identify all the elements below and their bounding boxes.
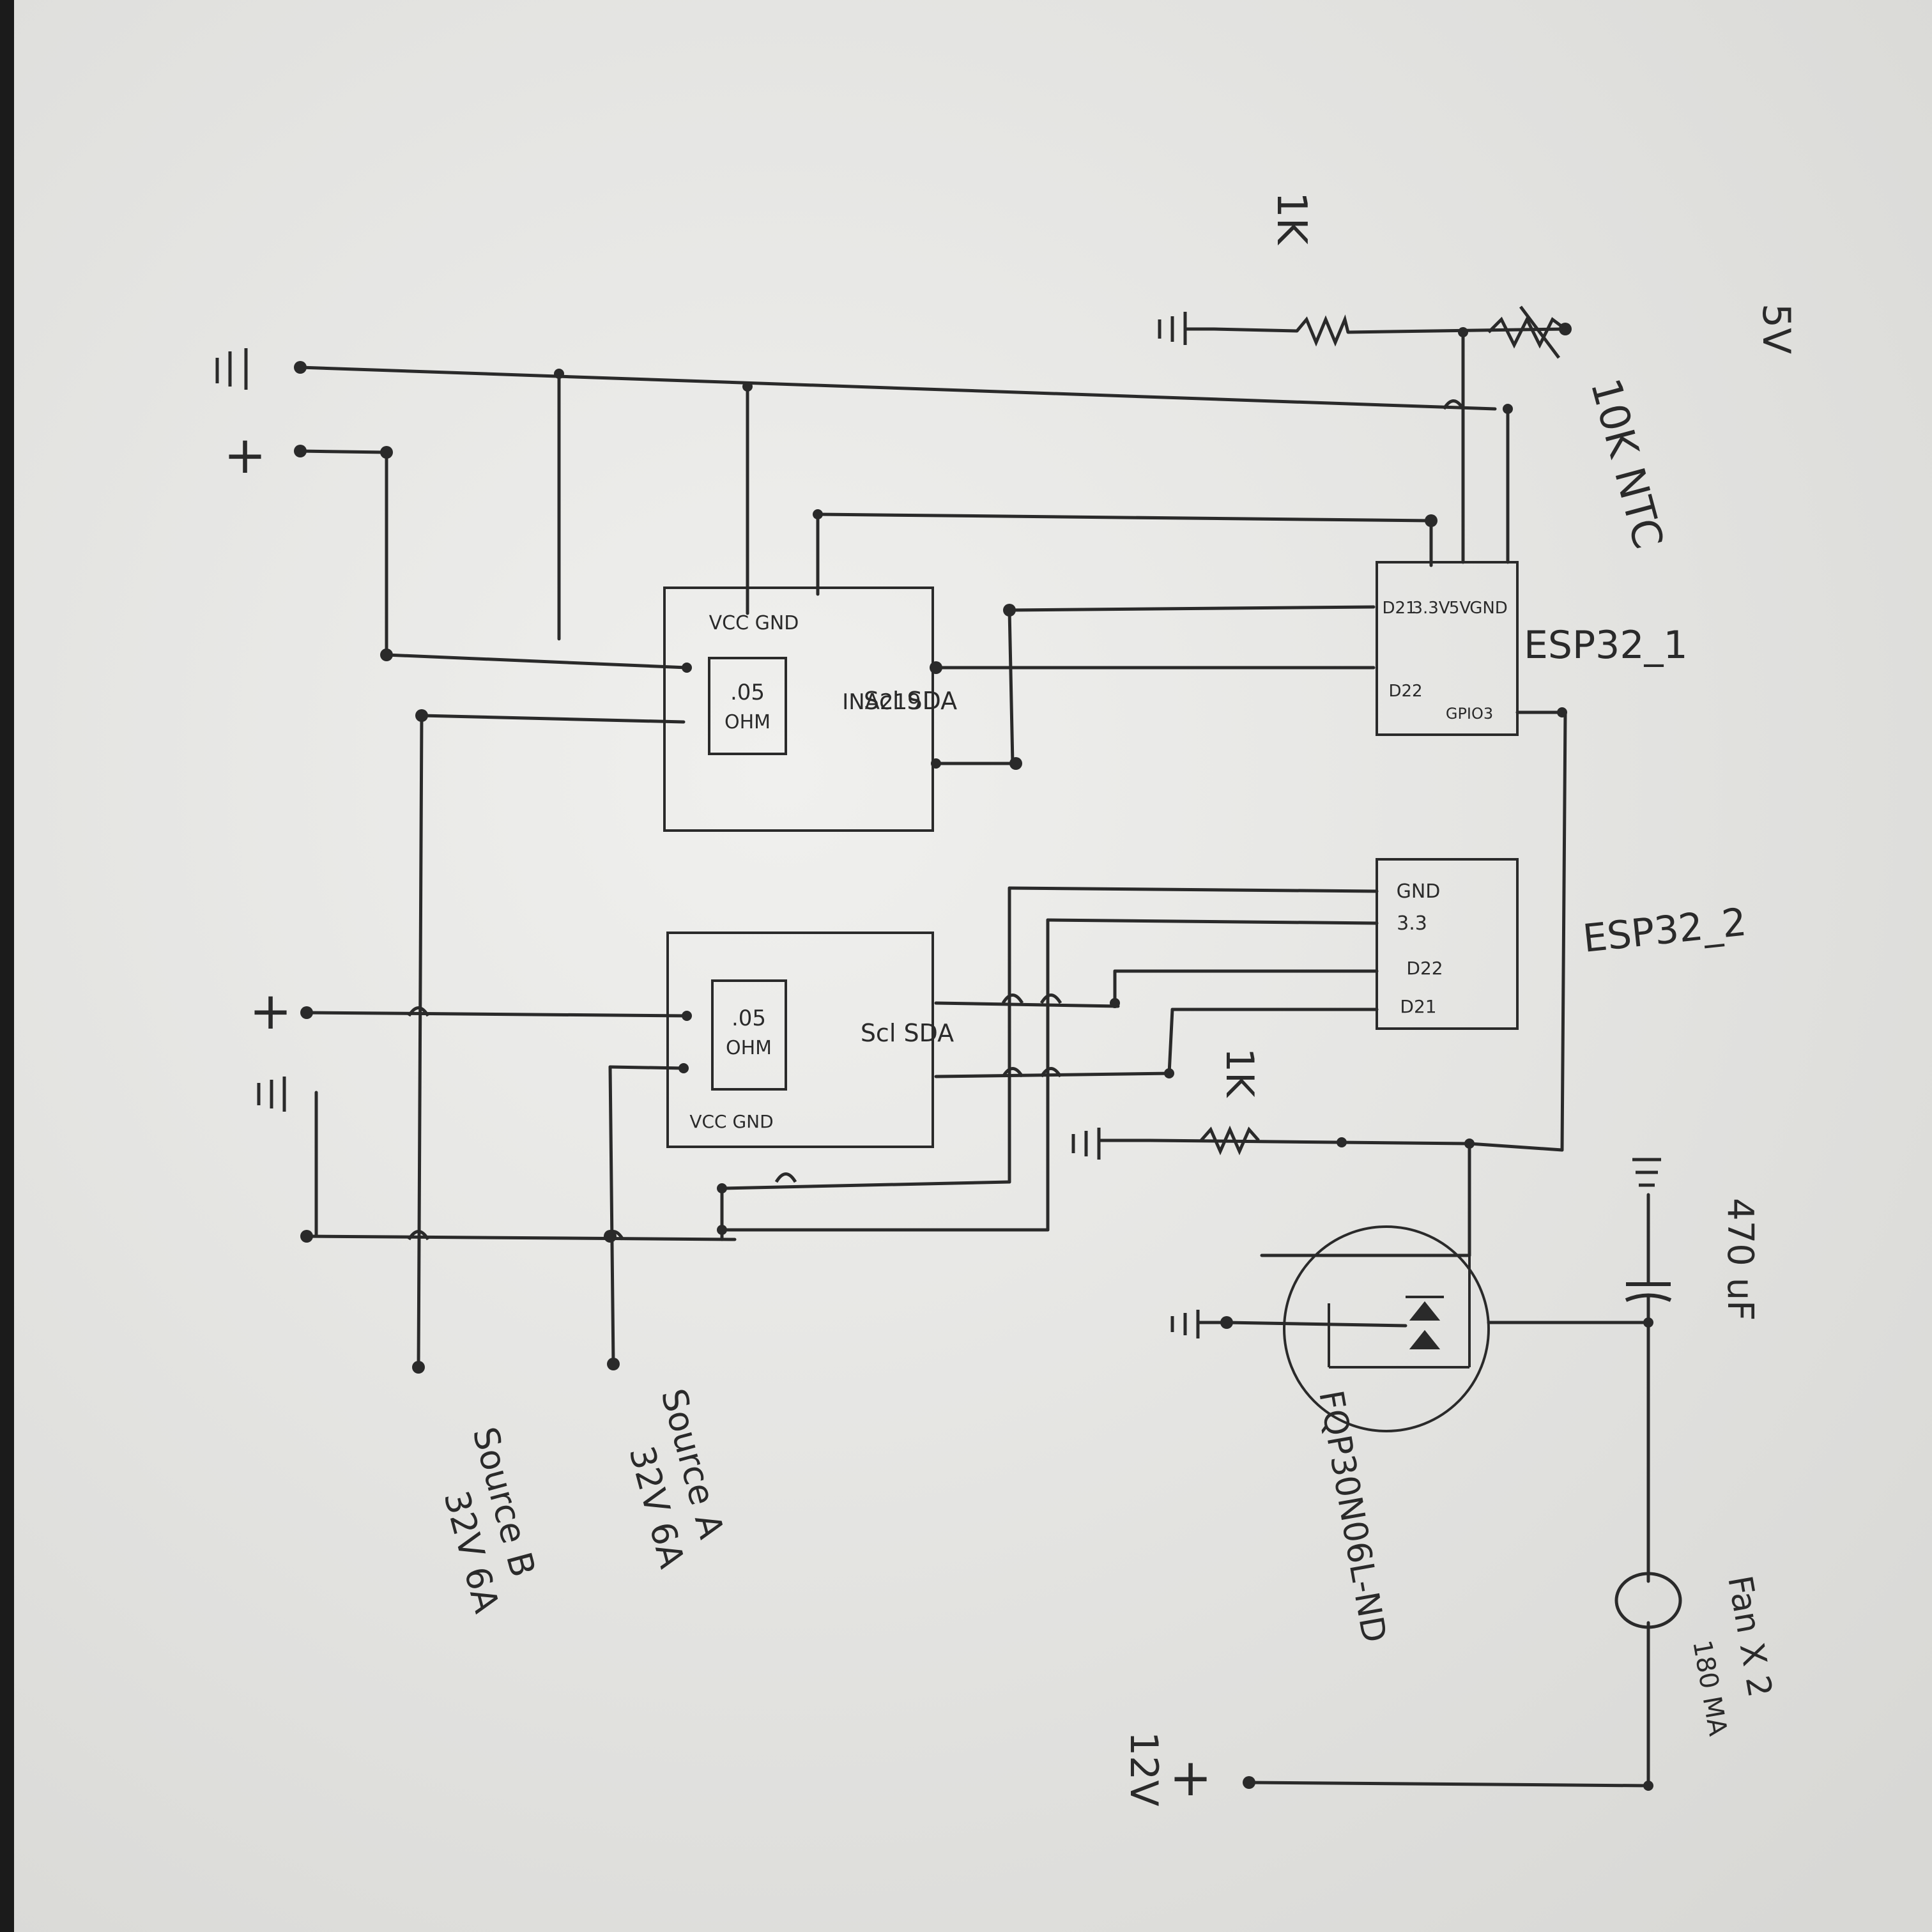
gnd-symbol-mosfet [1170, 1310, 1227, 1338]
resistors [1200, 305, 1567, 1156]
esp1-pin-gpio3: GPIO3 [1446, 705, 1493, 723]
label-1k-mid: 1K [1217, 1048, 1262, 1098]
esp2-pin-33: 3.3 [1397, 912, 1427, 935]
resistor-1k-mid [1200, 1125, 1260, 1156]
capacitor-470uf [1625, 1282, 1672, 1302]
ground-symbols [215, 312, 1661, 1338]
ina1-shunt-value: .05 [730, 680, 765, 705]
ina219-1: VCC GND Scl SDA INA219 .05 OHM [663, 586, 957, 832]
esp1-pin-d22: D22 [1388, 682, 1422, 701]
label-1k-top: 1K [1268, 192, 1315, 246]
esp2-pin-d21: D21 [1400, 996, 1436, 1017]
ina2-pins-side: Scl SDA [861, 1019, 954, 1047]
label-5v: 5V [1754, 303, 1798, 354]
ina1-pins-top: VCC GND [709, 612, 799, 634]
esp1-pin-33v: 3.3V [1412, 599, 1450, 618]
ina2-shunt-value: .05 [732, 1006, 766, 1031]
esp2-pin-d22: D22 [1406, 958, 1443, 979]
ina1-pins-side: Scl SDA [864, 687, 957, 715]
gnd-symbol-res-top [1158, 312, 1214, 345]
label-12v: 12V [1121, 1731, 1166, 1806]
esp1-pin-5v: 5V [1449, 599, 1471, 618]
label-plus-top: + [224, 425, 266, 485]
gnd-symbol-cap [1632, 1158, 1661, 1187]
shunt-resistor-2 [711, 979, 787, 1091]
label-plus-mid: + [249, 981, 292, 1041]
esp2-pin-gnd: GND [1397, 880, 1441, 903]
esp32-2: GND 3.3 D22 D21 [1376, 858, 1519, 1030]
gnd-symbol-top-left [215, 348, 248, 390]
resistor-10k-ntc [1487, 316, 1567, 349]
ina2-pins-top: VCC GND [689, 1111, 773, 1132]
fan-symbol [1614, 1572, 1682, 1629]
gnd-symbol-res-mid [1071, 1128, 1150, 1160]
label-esp32-1: ESP32_1 [1524, 623, 1688, 668]
label-plus-12v: + [1169, 1748, 1212, 1807]
ina2-shunt-unit: OHM [726, 1037, 772, 1059]
paper-sheet [14, 0, 1932, 1932]
resistor-1k-top [1296, 314, 1350, 347]
ina1-shunt-unit: OHM [724, 711, 770, 733]
esp32-1: GND 5V 3.3V D21 D22 GPIO3 [1376, 561, 1519, 736]
mosfet [1283, 1225, 1490, 1432]
ina1-chip-name: INA219 [842, 689, 921, 715]
junction-dots [294, 323, 1653, 1791]
wires [298, 327, 1650, 1788]
label-470uf: 470 uF [1719, 1198, 1761, 1321]
ntc-arrow [1519, 305, 1560, 359]
ina219-2: VCC GND Scl SDA .05 OHM [666, 931, 954, 1148]
shunt-resistor-1 [708, 657, 787, 755]
gnd-symbol-left [257, 1077, 286, 1112]
esp1-pin-gnd: GND [1469, 599, 1508, 618]
esp1-pin-d21: D21 [1382, 599, 1416, 618]
